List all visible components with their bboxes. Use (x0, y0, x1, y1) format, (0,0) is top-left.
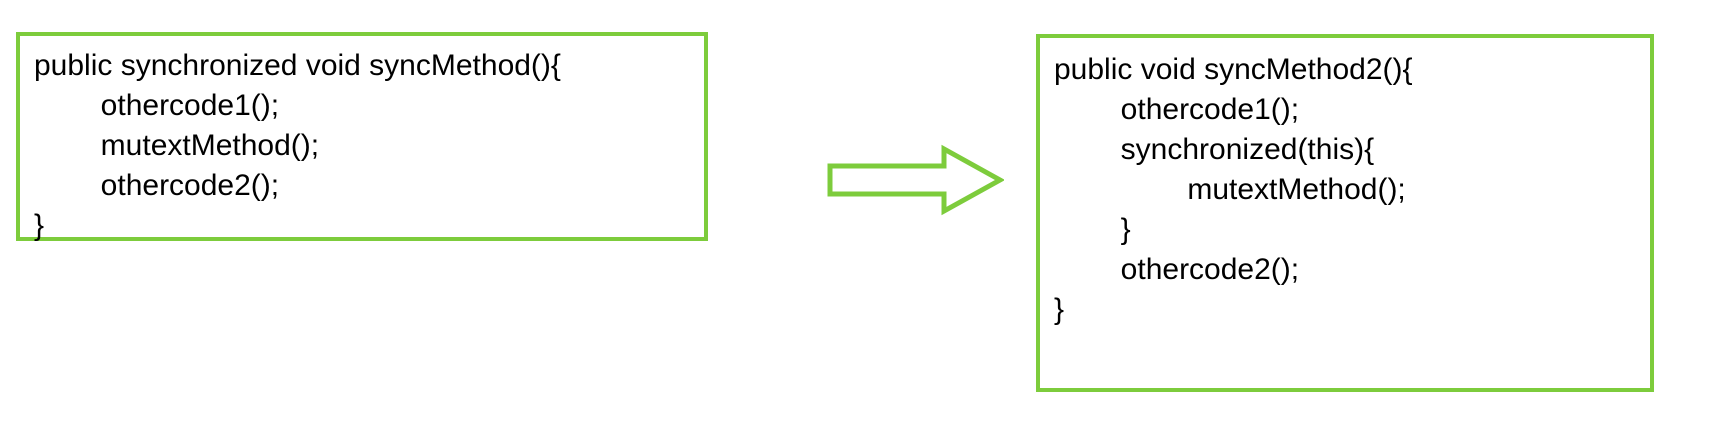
code-text-after: public void syncMethod2(){ othercode1();… (1054, 53, 1413, 326)
right-block-arrow-icon (826, 144, 1004, 216)
code-text-before: public synchronized void syncMethod(){ o… (34, 49, 561, 242)
code-block-before: public synchronized void syncMethod(){ o… (16, 32, 708, 242)
arrow-shape (827, 144, 1004, 216)
code-block-after: public void syncMethod2(){ othercode1();… (1036, 34, 1654, 392)
